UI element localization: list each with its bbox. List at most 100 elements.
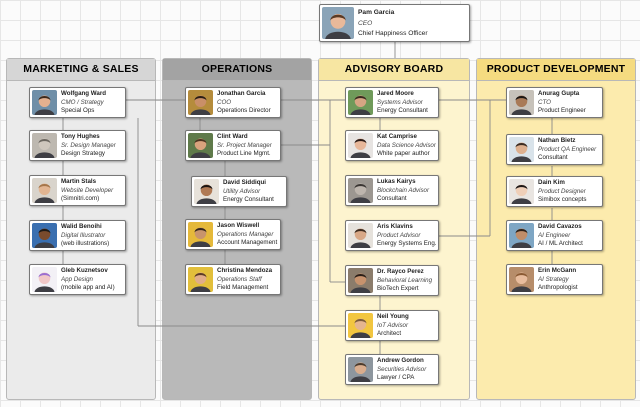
person-avatar xyxy=(322,7,354,39)
person-desc: Product Engineer xyxy=(538,107,600,116)
person-avatar xyxy=(188,222,213,247)
person-name: Dain Kim xyxy=(538,179,600,188)
person-name: Jonathan Garcia xyxy=(217,90,278,99)
person-role: Product Designer xyxy=(538,188,600,197)
person-role: CTO xyxy=(538,99,600,108)
person-avatar xyxy=(509,267,534,292)
person-name: David Cavazos xyxy=(538,223,600,232)
person-desc: AI / ML Architect xyxy=(538,240,600,249)
person-name: Gleb Kuznetsov xyxy=(61,267,123,276)
person-desc: Operations Director xyxy=(217,107,278,116)
person-name: Jason Wiswell xyxy=(217,222,278,231)
person-desc: Account Management xyxy=(217,239,278,248)
person-avatar xyxy=(194,179,219,204)
person-desc: Energy Consultant xyxy=(223,196,284,205)
person-name: Lukas Kairys xyxy=(377,178,436,187)
person-desc: Energy Consultant xyxy=(377,107,436,116)
person-avatar xyxy=(32,223,57,248)
person-avatar xyxy=(188,267,213,292)
person-name: Clint Ward xyxy=(217,133,278,142)
person-role: Securities Advisor xyxy=(377,366,436,375)
person-avatar xyxy=(32,178,57,203)
person-avatar xyxy=(348,313,373,338)
person-avatar xyxy=(32,133,57,158)
person-avatar xyxy=(188,90,213,115)
person-avatar xyxy=(348,268,373,293)
person-desc: Energy Systems Eng. xyxy=(377,240,436,249)
person-name: Kat Camprise xyxy=(377,133,436,142)
person-role: Product Advisor xyxy=(377,232,436,241)
person-name: Martin Stals xyxy=(61,178,123,187)
person-name: David Siddiqui xyxy=(223,179,284,188)
person-avatar xyxy=(509,90,534,115)
person-role: Systems Advisor xyxy=(377,99,436,108)
person-desc: Anthropologist xyxy=(538,284,600,293)
person-role: CEO xyxy=(358,19,467,30)
person-name: Aris Klavins xyxy=(377,223,436,232)
person-role: Sr. Design Manager xyxy=(61,142,123,151)
person-role: Utility Advisor xyxy=(223,188,284,197)
person-desc: Product Line Mgmt. xyxy=(217,150,278,159)
person-desc: White paper author xyxy=(377,150,436,159)
person-desc: Consultant xyxy=(377,195,436,204)
org-card-ceo[interactable]: Pam Garcia CEO Chief Happiness Officer xyxy=(319,4,470,42)
person-role: Data Science Advisor xyxy=(377,142,436,151)
person-role: AI Engineer xyxy=(538,232,600,241)
person-avatar xyxy=(509,179,534,204)
person-desc: (web illustrations) xyxy=(61,240,123,249)
person-name: Dr. Rayco Perez xyxy=(377,268,436,277)
person-avatar xyxy=(348,178,373,203)
person-desc: Chief Happiness Officer xyxy=(358,29,467,40)
person-desc: (mobile app and AI) xyxy=(61,284,123,293)
person-desc: BioTech Expert xyxy=(377,285,436,294)
person-avatar xyxy=(32,267,57,292)
person-name: Christina Mendoza xyxy=(217,267,278,276)
person-name: Nathan Bietz xyxy=(538,137,600,146)
person-name: Pam Garcia xyxy=(358,8,467,19)
person-name: Wolfgang Ward xyxy=(61,90,123,99)
person-role: Operations Staff xyxy=(217,276,278,285)
person-name: Jared Moore xyxy=(377,90,436,99)
person-name: Anurag Gupta xyxy=(538,90,600,99)
person-avatar xyxy=(509,137,534,162)
person-role: Behavioral Learning xyxy=(377,277,436,286)
person-role: Operations Manager xyxy=(217,231,278,240)
person-name: Walid Benoihi xyxy=(61,223,123,232)
person-name: Andrew Gordon xyxy=(377,357,436,366)
person-name: Erin McGann xyxy=(538,267,600,276)
person-avatar xyxy=(348,223,373,248)
person-name: Neil Young xyxy=(377,313,436,322)
person-role: AI Strategy xyxy=(538,276,600,285)
person-desc: Lawyer / CPA xyxy=(377,374,436,383)
person-desc: Consultant xyxy=(538,154,600,163)
person-role: Website Developer xyxy=(61,187,123,196)
person-role: CMO / Strategy xyxy=(61,99,123,108)
person-role: Sr. Project Manager xyxy=(217,142,278,151)
person-role: COO xyxy=(217,99,278,108)
person-role: App Design xyxy=(61,276,123,285)
person-desc: (Simnitri.com) xyxy=(61,195,123,204)
person-name: Tony Hughes xyxy=(61,133,123,142)
